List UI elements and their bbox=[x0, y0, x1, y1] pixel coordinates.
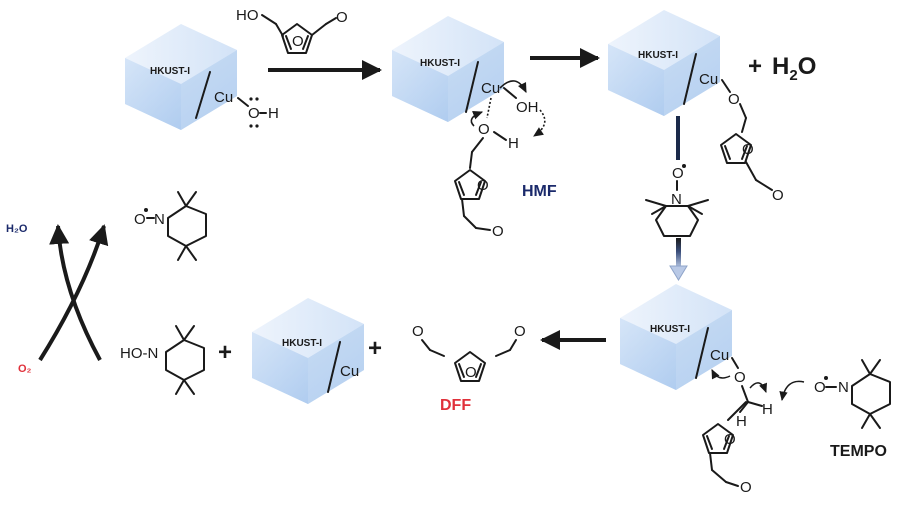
abstracted-hydrogen: H bbox=[762, 401, 773, 418]
mof-block-2: HKUST-I Cu OH O H O O HMF bbox=[392, 16, 557, 240]
hmf-hydrogen-bound: H bbox=[508, 135, 519, 152]
water-product: H2O bbox=[772, 53, 816, 84]
alkoxide-oxygen-3: O bbox=[728, 91, 740, 108]
mof-block-3: HKUST-I Cu O O O bbox=[608, 10, 784, 204]
oxygen-atom-1: O bbox=[248, 105, 260, 122]
hydroxylamine-label: HO-N bbox=[120, 345, 158, 362]
hmf-label: HMF bbox=[522, 183, 557, 200]
mof-label-3: HKUST-I bbox=[638, 50, 678, 61]
tempo-molecule-right: O N TEMPO bbox=[814, 359, 891, 460]
hmf-hydroxyl: HO bbox=[236, 7, 259, 24]
oxygen-label: O₂ bbox=[18, 363, 32, 375]
regeneration-arrow-water bbox=[49, 224, 102, 361]
methine-hydrogen: H bbox=[736, 413, 747, 430]
plus-sign-water: + bbox=[748, 53, 762, 80]
dff-oxygen-left: O bbox=[412, 323, 424, 340]
cu-atom-3: Cu bbox=[699, 71, 718, 88]
arrow-step-3-lower bbox=[676, 238, 681, 268]
tempo-h-molecule: HO-N bbox=[120, 325, 205, 395]
aldehyde-oxygen-top: O bbox=[336, 9, 348, 26]
tempo-nitroxyl-oxygen: O bbox=[672, 165, 684, 182]
mof-label-4: HKUST-I bbox=[650, 324, 690, 335]
plus-sign-2: + bbox=[368, 335, 382, 362]
mof-block-4: HKUST-I Cu O H H O O bbox=[620, 284, 805, 496]
mof-block-5: HKUST-I Cu bbox=[252, 298, 364, 404]
furan-oxygen-3: O bbox=[742, 141, 754, 158]
mof-block-1: HKUST-I Cu O H bbox=[125, 24, 279, 130]
tempo-left-oxygen: O bbox=[134, 211, 146, 228]
plus-sign-1: + bbox=[218, 339, 232, 366]
tempo-nitrogen: N bbox=[671, 191, 682, 208]
cu-atom-2: Cu bbox=[481, 80, 500, 97]
furan-oxygen-top: O bbox=[292, 33, 304, 50]
cu-atom-5: Cu bbox=[340, 363, 359, 380]
tempo-on-arrow: O N bbox=[645, 164, 709, 237]
tempo-right-nitrogen: N bbox=[838, 379, 849, 396]
mof-label-5: HKUST-I bbox=[282, 338, 322, 349]
hmf-molecule-top: HO O O bbox=[236, 7, 348, 54]
dff-molecule: O O O DFF bbox=[412, 323, 526, 414]
water-label-small: H₂O bbox=[6, 223, 28, 235]
dff-furan-oxygen: O bbox=[465, 364, 477, 381]
dff-oxygen-right: O bbox=[514, 323, 526, 340]
aldehyde-oxygen-3: O bbox=[772, 187, 784, 204]
oxygen-atom-2: OH bbox=[516, 99, 539, 116]
furan-oxygen-2: O bbox=[477, 177, 489, 194]
cu-atom-4: Cu bbox=[710, 347, 729, 364]
mof-label-1: HKUST-I bbox=[150, 66, 190, 77]
tempo-molecule-left: O N bbox=[134, 191, 207, 261]
alkoxide-oxygen-4: O bbox=[734, 369, 746, 386]
regeneration-arrow-tempo bbox=[38, 224, 109, 362]
tempo-right-oxygen: O bbox=[814, 379, 826, 396]
hmf-oxygen-bound: O bbox=[478, 121, 490, 138]
tempo-label: TEMPO bbox=[830, 443, 887, 460]
cu-atom-1: Cu bbox=[214, 89, 233, 106]
hydrogen-atom-1: H bbox=[268, 105, 279, 122]
mof-label-2: HKUST-I bbox=[420, 58, 460, 69]
aldehyde-oxygen-2: O bbox=[492, 223, 504, 240]
furan-oxygen-4: O bbox=[724, 431, 736, 448]
tempo-left-nitrogen: N bbox=[154, 211, 165, 228]
dff-label: DFF bbox=[440, 397, 471, 414]
aldehyde-oxygen-4: O bbox=[740, 479, 752, 496]
